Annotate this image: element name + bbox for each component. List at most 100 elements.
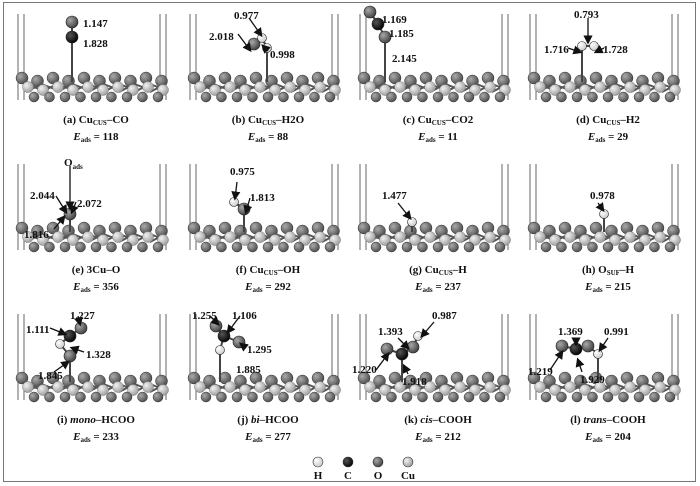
slab-atom-o — [448, 91, 459, 103]
slab-atom-o — [401, 391, 413, 403]
adsorbate-atom-h — [229, 197, 239, 207]
slab-atom-o — [649, 241, 660, 253]
caption-prefix: (c) Cu — [402, 114, 432, 126]
panel-caption: (h) OSUF–H — [522, 264, 694, 280]
eads-symbol: E — [247, 131, 256, 143]
distance-label: 1.828 — [83, 38, 108, 50]
distance-label: 0.998 — [270, 49, 295, 61]
caption-prefix: (k) — [404, 414, 421, 426]
slab-atom-cu — [534, 381, 546, 393]
distance-label: 0.975 — [230, 166, 255, 178]
caption-subscript: CUS — [606, 119, 621, 127]
caption-subscript: SUF — [606, 269, 620, 277]
slab-atom-o — [324, 91, 336, 103]
slab-atom-o — [556, 91, 567, 103]
slab-atom-cu — [469, 384, 481, 396]
eads-value: = 118 — [90, 131, 119, 143]
slab-atom-cu — [424, 81, 436, 93]
slab-atom-o — [231, 91, 243, 103]
slab-atom-o — [216, 391, 227, 403]
slab-atom-cu — [97, 84, 109, 96]
slab-atom-cu — [639, 84, 651, 96]
slab-atom-cu — [409, 384, 421, 396]
slab-atom-o — [216, 241, 227, 253]
slab-atom-o — [448, 241, 459, 253]
distance-label: 1.845 — [38, 370, 63, 382]
distance-label: 1.918 — [402, 376, 427, 388]
caption-species: –COOH — [606, 414, 646, 426]
slab-atom-o — [479, 241, 490, 253]
distance-label: 0.991 — [604, 326, 629, 338]
slab-atom-o — [602, 241, 614, 253]
slab-atom-cu — [609, 84, 621, 96]
slab-atom-cu — [654, 381, 666, 393]
slab-atom-o — [494, 391, 506, 403]
slab-atom-cu — [379, 234, 391, 246]
cu2o-slab — [527, 14, 681, 103]
panel-structure-svg: 1.477 — [357, 164, 511, 253]
caption-species: –CO — [106, 114, 129, 126]
caption-italic: bi — [251, 414, 260, 426]
slab-atom-o — [137, 241, 148, 253]
slab-atom-cu — [609, 384, 621, 396]
eads-subscript: ads — [255, 136, 266, 144]
slab-atom-cu — [579, 234, 591, 246]
slab-atom-cu — [549, 84, 561, 96]
distance-label: 2.145 — [392, 53, 417, 65]
slab-atom-cu — [624, 81, 636, 93]
distance-arrow — [595, 202, 605, 213]
slab-atom-back — [527, 371, 541, 385]
cu2o-slab — [357, 314, 511, 403]
slab-atom-cu — [67, 384, 79, 396]
slab-atom-cu — [299, 384, 311, 396]
slab-atom-o — [401, 91, 413, 103]
distance-label: 1.185 — [389, 28, 414, 40]
distance-arrow — [397, 202, 412, 221]
eads-subscript: ads — [80, 136, 91, 144]
distance-label: 1.728 — [603, 44, 628, 56]
slab-atom-cu — [484, 231, 496, 243]
slab-atom-o — [106, 91, 117, 103]
slab-atom-cu — [97, 234, 109, 246]
adsorption-energy: Eads = 204 — [522, 431, 694, 447]
slab-atom-o — [494, 241, 506, 253]
panel-caption: (b) CuCUS–H2O — [182, 114, 354, 130]
slab-atom-o — [262, 391, 274, 403]
adsorbate-atom-h — [593, 349, 603, 359]
slab-atom-cu — [394, 81, 406, 93]
panel-structure-svg: 0.978 — [527, 164, 681, 253]
caption-prefix: (i) — [57, 414, 71, 426]
caption-subscript: CUS — [431, 119, 446, 127]
caption-subscript: CUS — [438, 269, 453, 277]
slab-atom-cu — [609, 234, 621, 246]
slab-atom-cu — [364, 231, 376, 243]
slab-atom-back — [15, 221, 29, 235]
distance-arrow — [238, 342, 249, 352]
slab-atom-o — [200, 241, 212, 253]
slab-atom-cu — [269, 384, 281, 396]
slab-atom-back — [527, 71, 541, 85]
caption-species: –H — [452, 264, 467, 276]
slab-atom-cu — [254, 81, 266, 93]
adsorbate-atom-o — [63, 207, 77, 221]
slab-atom-o — [262, 91, 274, 103]
slab-atom-o — [633, 241, 645, 253]
slab-atom-o — [618, 391, 629, 403]
adsorption-energy: Eads = 118 — [10, 131, 182, 147]
slab-atom-o — [90, 91, 102, 103]
distance-arrow — [575, 357, 585, 373]
slab-atom-o — [649, 391, 660, 403]
slab-atom-cu — [364, 381, 376, 393]
slab-atom-cu — [52, 81, 64, 93]
slab-atom-o — [247, 91, 258, 103]
adsorbate-atom-o — [406, 340, 420, 354]
slab-atom-back — [388, 221, 402, 235]
slab-atom-o — [293, 241, 305, 253]
